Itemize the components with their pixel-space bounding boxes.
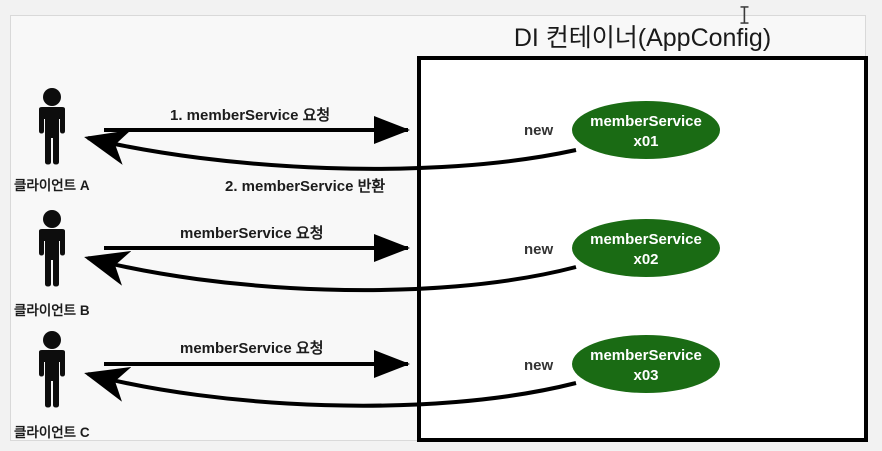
return-label-1: 2. memberService 반환 [225,178,386,195]
di-container-title: DI 컨테이너(AppConfig) [513,24,772,52]
request-label-2: memberService 요청 [180,225,324,242]
request-label-3: memberService 요청 [180,340,324,357]
text-ibeam-cursor [740,6,749,24]
new-label-2: new [524,241,554,258]
di-container-box [417,56,868,442]
new-label-3: new [524,357,554,374]
client-label-c: 클라이언트 C [14,425,90,440]
client-label-b: 클라이언트 B [14,303,90,318]
new-label-1: new [524,122,554,139]
client-label-a: 클라이언트 A [14,178,90,193]
request-label-1: 1. memberService 요청 [170,107,331,124]
